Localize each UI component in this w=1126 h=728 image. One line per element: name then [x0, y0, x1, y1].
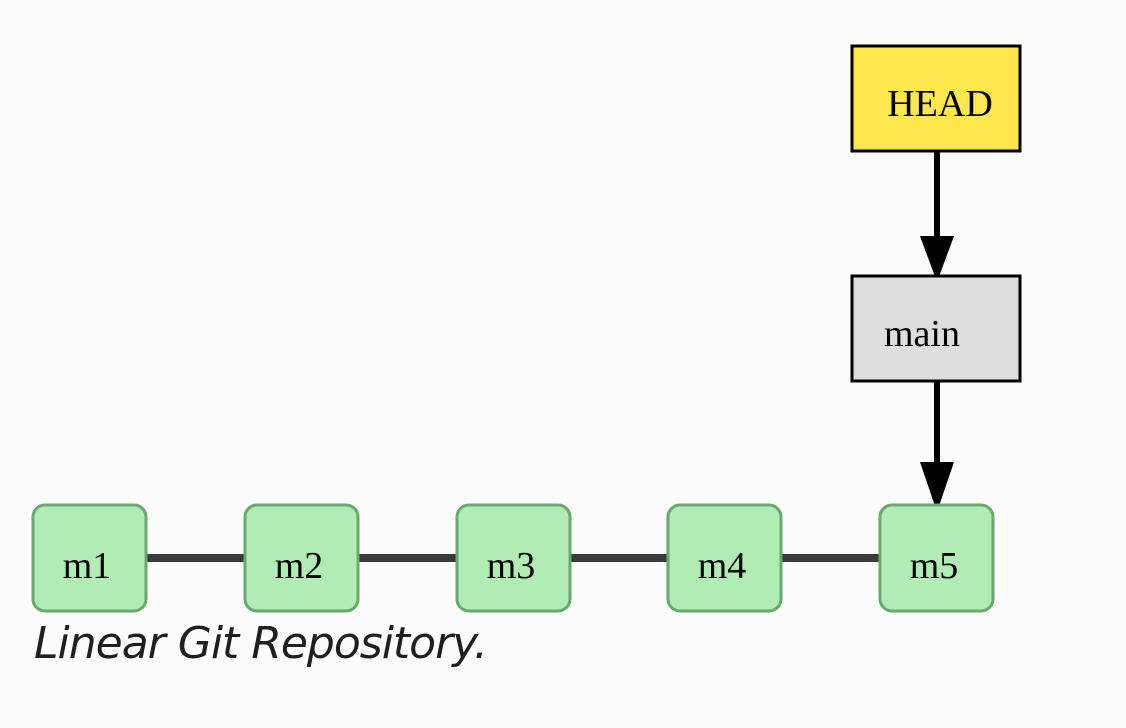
head-ref[interactable]: HEAD	[850, 44, 1022, 153]
head-label: HEAD	[887, 83, 993, 125]
commit-m5[interactable]: m5	[878, 503, 995, 613]
commit-label: m5	[910, 545, 959, 587]
commit-box	[666, 503, 783, 613]
branch-box	[850, 274, 1022, 383]
arrow-head-to-main	[920, 151, 954, 282]
head-box	[850, 44, 1022, 153]
commit-m1[interactable]: m1	[31, 503, 148, 613]
commit-label: m1	[63, 545, 112, 587]
figure-caption: Linear Git Repository.	[34, 618, 488, 669]
commit-label: m3	[487, 545, 536, 587]
git-graph-diagram: HEAD main m1 m2 m3 m4 m5	[31, 44, 1022, 613]
commit-m3[interactable]: m3	[455, 503, 572, 613]
commit-box	[31, 503, 148, 613]
commit-label: m2	[275, 545, 324, 587]
commit-box	[455, 503, 572, 613]
commit-m4[interactable]: m4	[666, 503, 783, 613]
commit-m2[interactable]: m2	[243, 503, 360, 613]
branch-label: main	[884, 313, 960, 355]
commit-box	[878, 503, 995, 613]
arrow-main-to-m5	[920, 381, 954, 512]
commit-box	[243, 503, 360, 613]
commit-label: m4	[698, 545, 747, 587]
branch-ref-main[interactable]: main	[850, 274, 1022, 383]
